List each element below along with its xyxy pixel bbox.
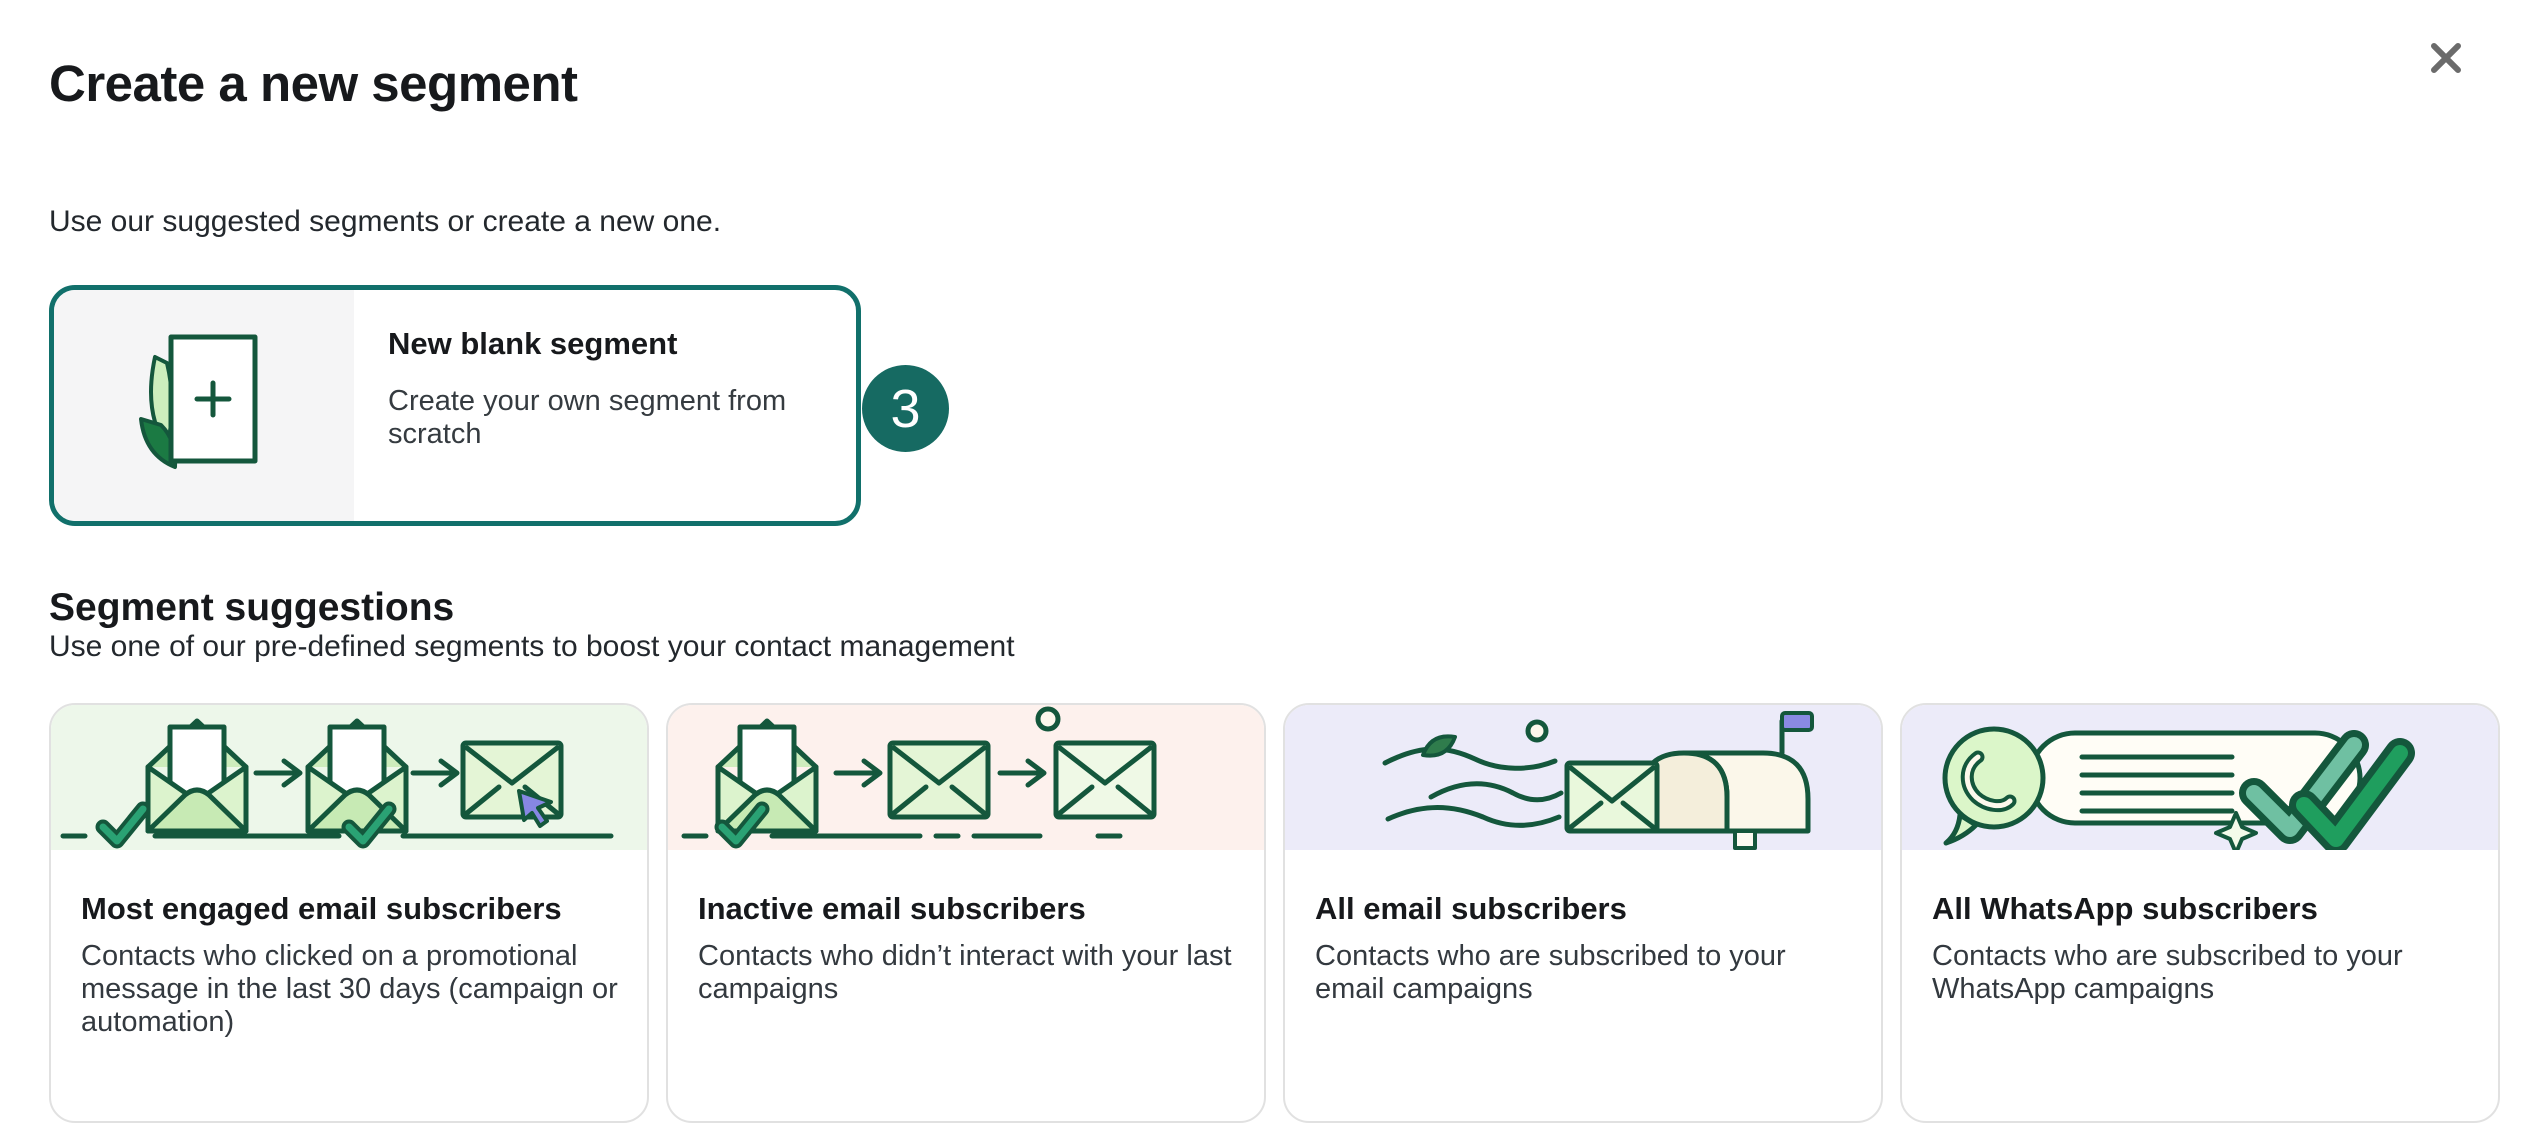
blank-segment-illustration: [54, 290, 354, 521]
engaged-emails-illustration: [51, 705, 647, 850]
card-description: Contacts who clicked on a promotional me…: [81, 940, 618, 1039]
close-icon: [2431, 43, 2461, 73]
double-check-icon: [2239, 730, 2415, 850]
segment-card-all-whatsapp[interactable]: All WhatsApp subscribers Contacts who ar…: [1900, 703, 2500, 1123]
create-segment-modal: { "colors": { "accent_teal_border": "#11…: [49, 28, 2500, 1123]
envelope-icon: [1564, 760, 1660, 834]
close-button[interactable]: [2416, 28, 2476, 88]
suggestions-subheading: Use one of our pre-defined segments to b…: [49, 630, 1015, 663]
segment-cards-row: Most engaged email subscribers Contacts …: [49, 703, 2500, 1123]
card-description: Contacts who are subscribed to your emai…: [1315, 940, 1786, 1006]
leaf-icon: [1421, 734, 1457, 758]
card-title: Inactive email subscribers: [698, 891, 1086, 926]
segment-card-all-email[interactable]: All email subscribers Contacts who are s…: [1283, 703, 1883, 1123]
blank-card-title: New blank segment: [388, 326, 678, 361]
whatsapp-bubble-icon: [1942, 726, 2046, 846]
card-title: Most engaged email subscribers: [81, 891, 562, 926]
segment-card-inactive[interactable]: Inactive email subscribers Contacts who …: [666, 703, 1266, 1123]
mailbox-icon: [1638, 711, 1814, 850]
plus-icon: [194, 380, 232, 417]
mailbox-illustration: [1285, 705, 1881, 850]
card-title: All email subscribers: [1315, 891, 1627, 926]
card-description: Contacts who are subscribed to your What…: [1932, 940, 2403, 1006]
segment-card-most-engaged[interactable]: Most engaged email subscribers Contacts …: [49, 703, 649, 1123]
intro-text: Use our suggested segments or create a n…: [49, 205, 722, 238]
inactive-emails-illustration: [668, 705, 1264, 850]
page-title: Create a new segment: [49, 55, 578, 113]
new-blank-segment-card[interactable]: New blank segment Create your own segmen…: [49, 285, 861, 526]
card-title: All WhatsApp subscribers: [1932, 891, 2318, 926]
sparkle-icon: [2214, 811, 2258, 850]
cursor-icon: [517, 789, 553, 828]
card-description: Contacts who didn’t interact with your l…: [698, 940, 1232, 1006]
blank-card-description: Create your own segment from scratch: [388, 385, 787, 450]
leaf-icon: [139, 416, 178, 469]
whatsapp-illustration: [1902, 705, 2498, 850]
tutorial-step-badge: 3: [862, 365, 949, 452]
suggestions-heading: Segment suggestions: [49, 586, 455, 630]
